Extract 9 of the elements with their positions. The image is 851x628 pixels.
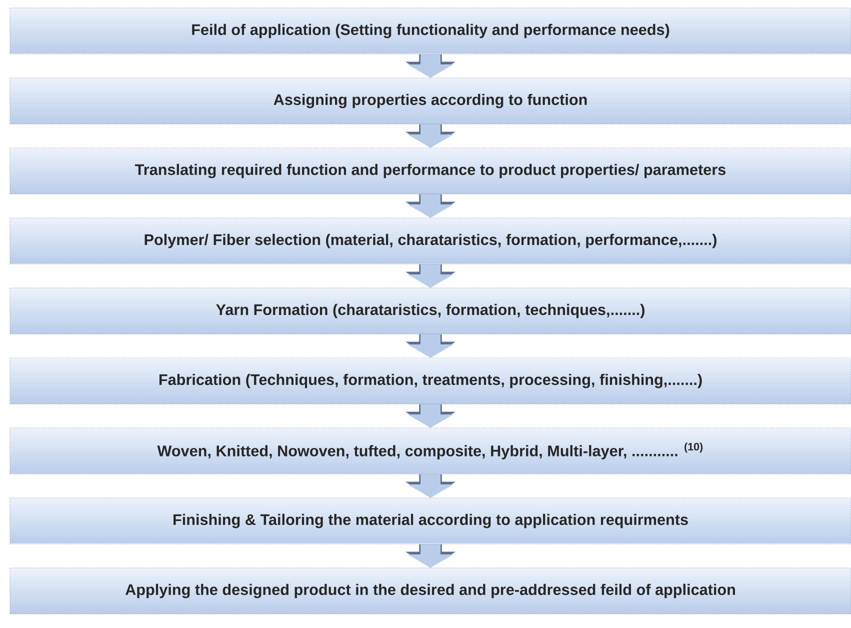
process-box: Assigning properties according to function bbox=[10, 78, 851, 124]
process-box: Applying the designed product in the desired and pre-addressed feild of application bbox=[10, 568, 851, 614]
process-box: Fabrication (Techniques, formation, treatments, processing, finishing,.......) bbox=[10, 358, 851, 404]
process-box: Yarn Formation (charataristics, formation, techniques,.......) bbox=[10, 288, 851, 334]
process-box: Finishing & Tailoring the material according to application requirments bbox=[10, 498, 851, 544]
process-box: Woven, Knitted, Nowoven, tufted, composite, Hybrid, Multi-layer, ........... $^{(10)}$ bbox=[10, 428, 851, 474]
process-box: Polymer/ Fiber selection (material, charataristics, formation, performance,.......) bbox=[10, 218, 851, 264]
process-box: Feild of application (Setting functionality and performance needs) bbox=[10, 8, 851, 54]
process-box: Translating required function and performance to product properties/ parameters bbox=[10, 148, 851, 194]
